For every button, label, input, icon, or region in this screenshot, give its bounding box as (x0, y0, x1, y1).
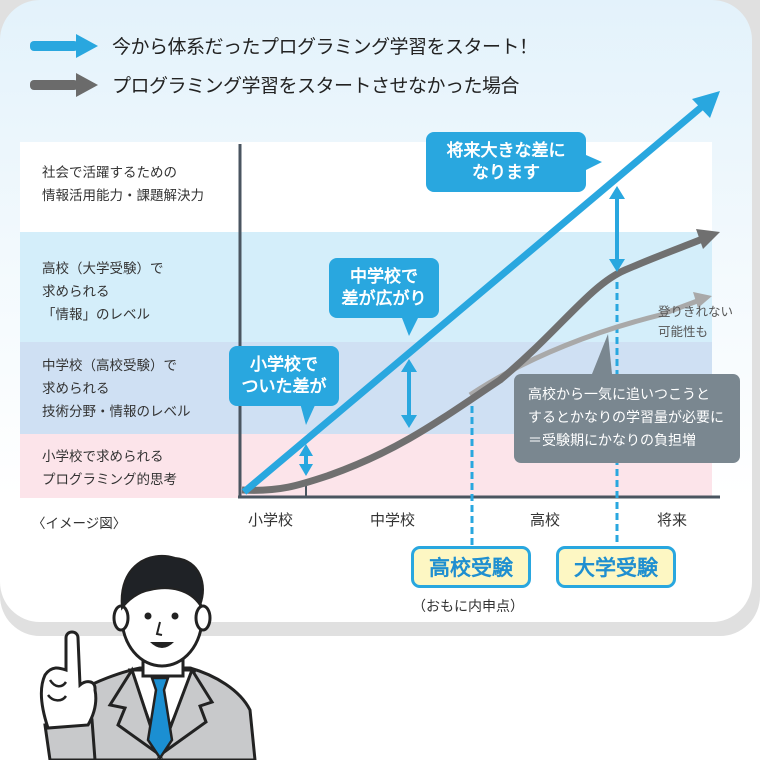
arrow-head-icon (696, 229, 720, 249)
band-society (20, 142, 712, 232)
arrow-right-icon (30, 72, 98, 97)
image-note: 〈イメージ図〉 (32, 516, 127, 532)
callout-junior-high: 中学校で 差が広がり (329, 258, 439, 318)
exam-high-school: 高校受験 (411, 546, 531, 588)
callout-catch-up: 高校から一気に追いつこうと するとかなりの学習量が必要に ＝受験期にかなりの負担… (514, 374, 740, 463)
note-may-not-climb: 登りきれない 可能性も (658, 304, 734, 339)
band-label-society: 社会で活躍するための 情報活用能力・課題解決力 (42, 165, 204, 204)
band-label-elementary: 小学校で求められる プログラミング的思考 (42, 449, 177, 488)
legend-item-not-started: プログラミング学習をスタートさせなかった場合 (30, 71, 520, 98)
x-tick-elementary: 小学校 (248, 511, 294, 529)
exam-high-school-sub: （おもに内申点） (412, 599, 524, 615)
band-label-junior-high: 中学校（高校受験）で 求められる 技術分野・情報のレベル (42, 358, 191, 420)
x-tick-high-school: 高校 (530, 511, 561, 529)
growth-chart (238, 91, 720, 545)
legend-label: プログラミング学習をスタートさせなかった場合 (112, 75, 520, 97)
arrow-right-icon (30, 33, 98, 58)
band-label-high-school: 高校（大学受験）で 求められる 「情報」のレベル (42, 261, 164, 323)
x-tick-future: 将来 (657, 511, 688, 529)
exam-university: 大学受験 (556, 546, 676, 588)
arrow-head-icon (692, 91, 720, 118)
legend-label: 今から体系だったプログラミング学習をスタート！ (112, 36, 538, 58)
businessman-illustration (39, 554, 257, 760)
diagram-card: 今から体系だったプログラミング学習をスタート！ プログラミング学習をスタートさせ… (0, 0, 752, 622)
x-tick-junior-high: 中学校 (370, 511, 416, 529)
callout-future: 将来大きな差に なります (426, 132, 586, 192)
legend-item-start-now: 今から体系だったプログラミング学習をスタート！ (30, 32, 538, 59)
callout-elementary: 小学校で ついた差が (229, 346, 339, 406)
arrow-head-icon (693, 292, 712, 308)
